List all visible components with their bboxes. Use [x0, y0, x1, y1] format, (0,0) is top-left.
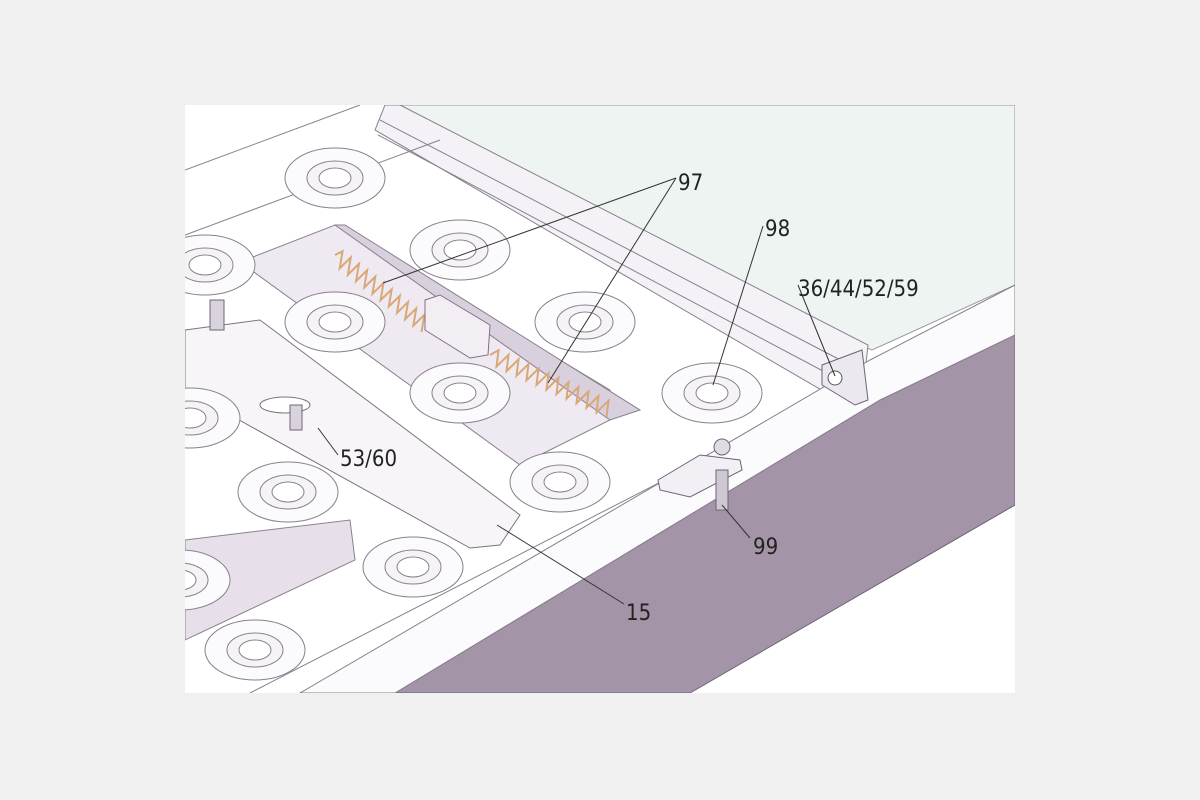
hinge-bolt	[827, 370, 843, 386]
ball-transfer-unit	[409, 219, 511, 281]
ball-transfer-unit	[185, 234, 256, 296]
spring-block	[424, 294, 491, 359]
rail-edge	[377, 134, 841, 381]
ball-transfer-unit	[237, 461, 339, 523]
ball-transfer-unit	[204, 619, 306, 681]
hinge-bracket	[821, 349, 869, 406]
rail-edge	[379, 119, 851, 366]
callout-97: 97	[678, 171, 703, 196]
pin	[289, 404, 303, 431]
ball-transfer-unit	[509, 451, 611, 513]
ball-transfer-unit	[185, 387, 241, 449]
ball-transfer-unit	[284, 291, 386, 353]
callout-98: 98	[765, 217, 790, 242]
pin	[209, 299, 225, 331]
slide-bar	[185, 319, 521, 549]
ball-transfer-unit	[284, 147, 386, 209]
spring	[489, 348, 610, 418]
callout-36-44-52-59: 36/44/52/59	[798, 277, 919, 302]
callout-15: 15	[626, 601, 651, 626]
ball-transfer-unit	[185, 549, 231, 611]
latch-knob	[713, 438, 731, 456]
ball-transfer-unit	[661, 362, 763, 424]
latch-pin	[715, 469, 729, 511]
glass-panel	[399, 105, 1015, 351]
ball-transfer-unit	[362, 536, 464, 598]
callout-53-60: 53/60	[340, 447, 397, 472]
leader-lines	[317, 177, 836, 605]
ball-transfer-units	[185, 147, 763, 681]
ball-transfer-unit	[409, 362, 511, 424]
latch-bracket	[657, 454, 743, 498]
callout-99: 99	[753, 535, 778, 560]
ball-transfer-unit	[534, 291, 636, 353]
